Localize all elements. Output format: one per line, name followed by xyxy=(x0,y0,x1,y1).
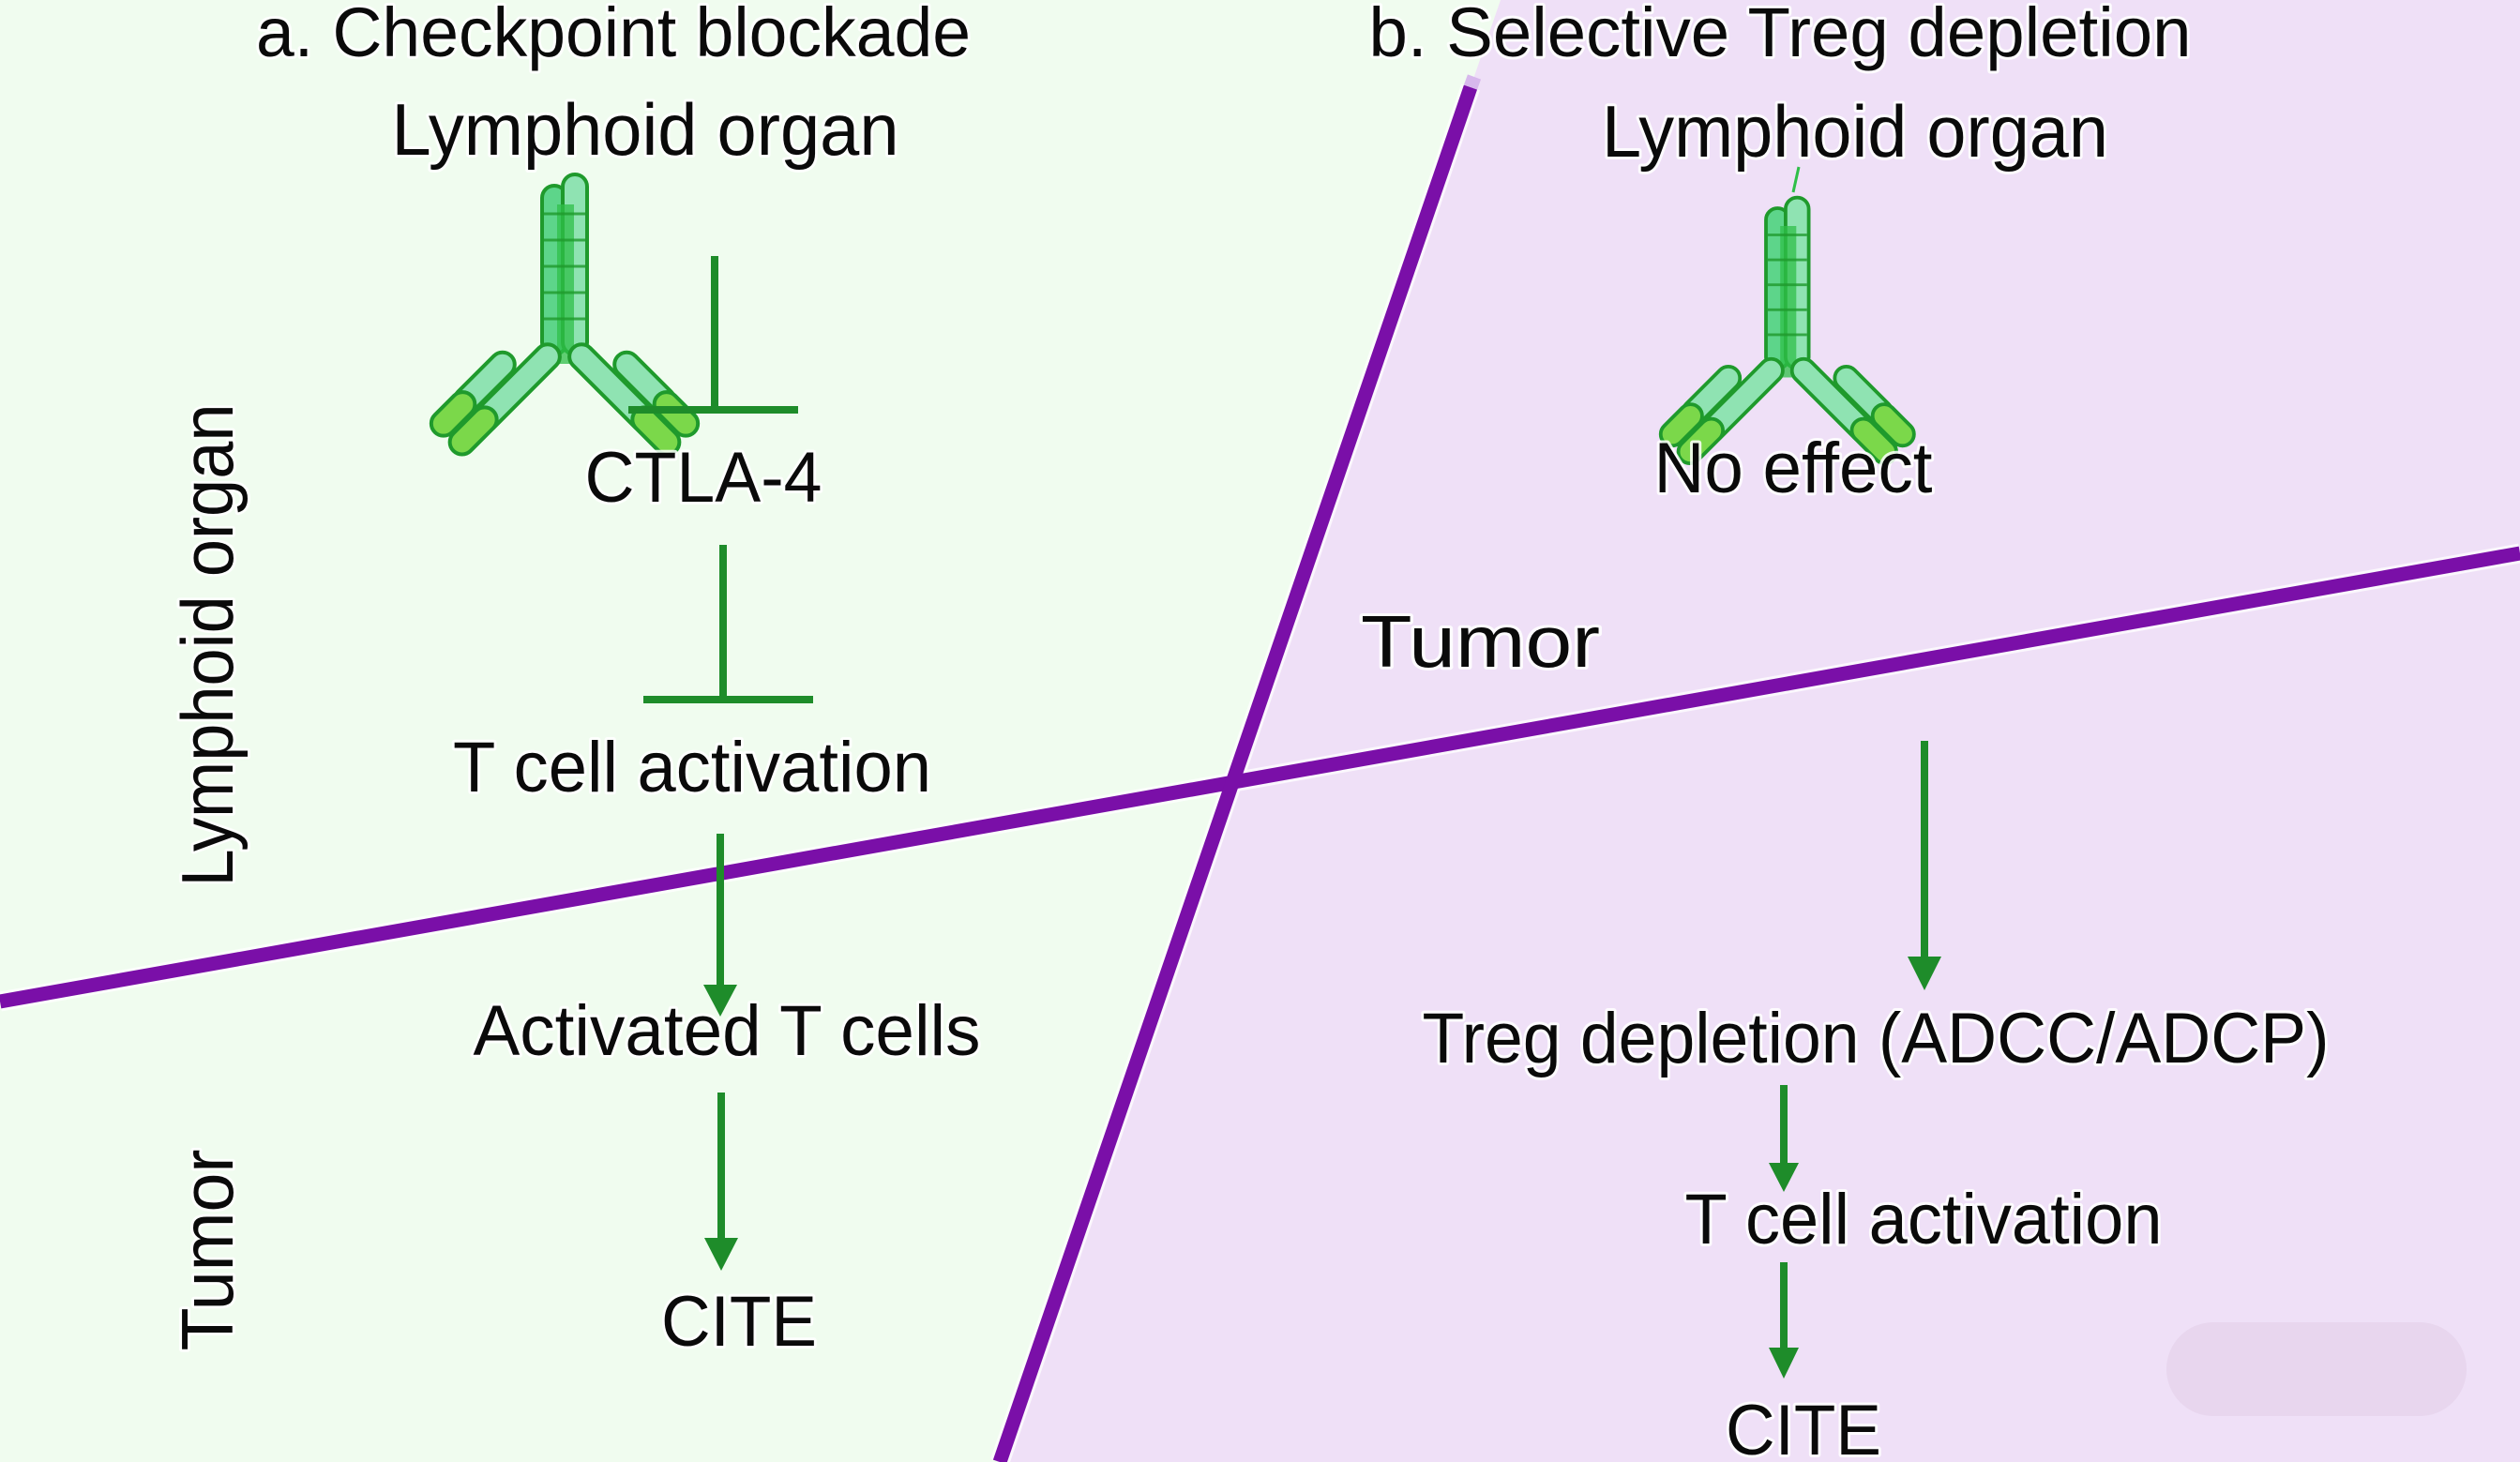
inhibition-bar-icon xyxy=(628,256,798,414)
panel-a-outcome: CITE xyxy=(661,1282,817,1362)
panel-b-title: b. Selective Treg depletion xyxy=(1369,0,2192,71)
diagonal-divider xyxy=(992,84,1478,1462)
panel-b-step-1: Treg depletion (ADCC/ADCP) xyxy=(1423,999,2330,1078)
panel-a-step-1: T cell activation xyxy=(453,728,931,807)
horizontal-divider xyxy=(0,546,2520,1009)
panel-b-step-2: T cell activation xyxy=(1685,1180,2163,1259)
region-dividers xyxy=(0,74,2520,1462)
side-label-lymphoid-organ: Lymphoid organ xyxy=(166,404,249,887)
arrow-down-icon xyxy=(703,834,737,1017)
panel-a-step-2: Activated T cells xyxy=(474,991,981,1071)
arrow-down-icon xyxy=(1769,1262,1799,1379)
diagonal-divider-cap xyxy=(1463,74,1482,90)
panel-b-tumor-label: Tumor xyxy=(1361,600,1600,683)
panel-b-region-label: Lymphoid organ xyxy=(1602,90,2108,173)
blur-smudge xyxy=(2166,1322,2467,1416)
antibody-pointer xyxy=(1791,166,1801,193)
side-label-tumor: Tumor xyxy=(166,1150,249,1351)
arrow-down-icon xyxy=(1908,741,1941,990)
panel-a-target-label: CTLA-4 xyxy=(585,438,822,518)
panel-b-outcome: CITE xyxy=(1726,1391,1881,1462)
panel-b-lymphoid-result: No effect xyxy=(1654,429,1933,508)
panel-a-region-label: Lymphoid organ xyxy=(392,88,899,171)
inhibition-bar-icon xyxy=(643,545,813,703)
arrow-down-icon xyxy=(704,1093,738,1271)
panel-a-title: a. Checkpoint blockade xyxy=(256,0,971,71)
arrow-down-icon xyxy=(1769,1085,1799,1192)
